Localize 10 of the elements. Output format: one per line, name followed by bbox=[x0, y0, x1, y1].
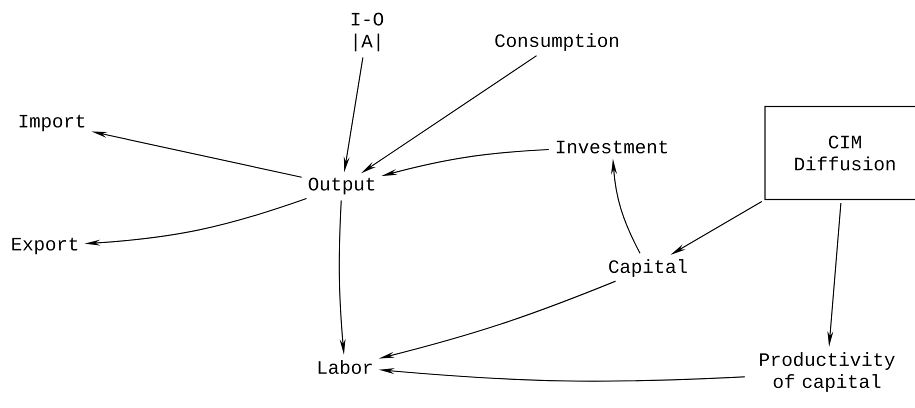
label-text: Productivity of capital bbox=[760, 352, 895, 392]
label-text: I-O |A| bbox=[352, 12, 384, 52]
label-text: Output bbox=[308, 178, 374, 194]
label-text: Import bbox=[20, 114, 84, 132]
label-text: Investment bbox=[556, 140, 668, 154]
process-box: CIM Diffusion bbox=[764, 106, 915, 200]
label-text: Capital bbox=[609, 259, 687, 277]
label-text: Labor bbox=[318, 360, 372, 374]
label-text: Consumption bbox=[495, 33, 618, 51]
label-text: Export bbox=[12, 238, 78, 254]
